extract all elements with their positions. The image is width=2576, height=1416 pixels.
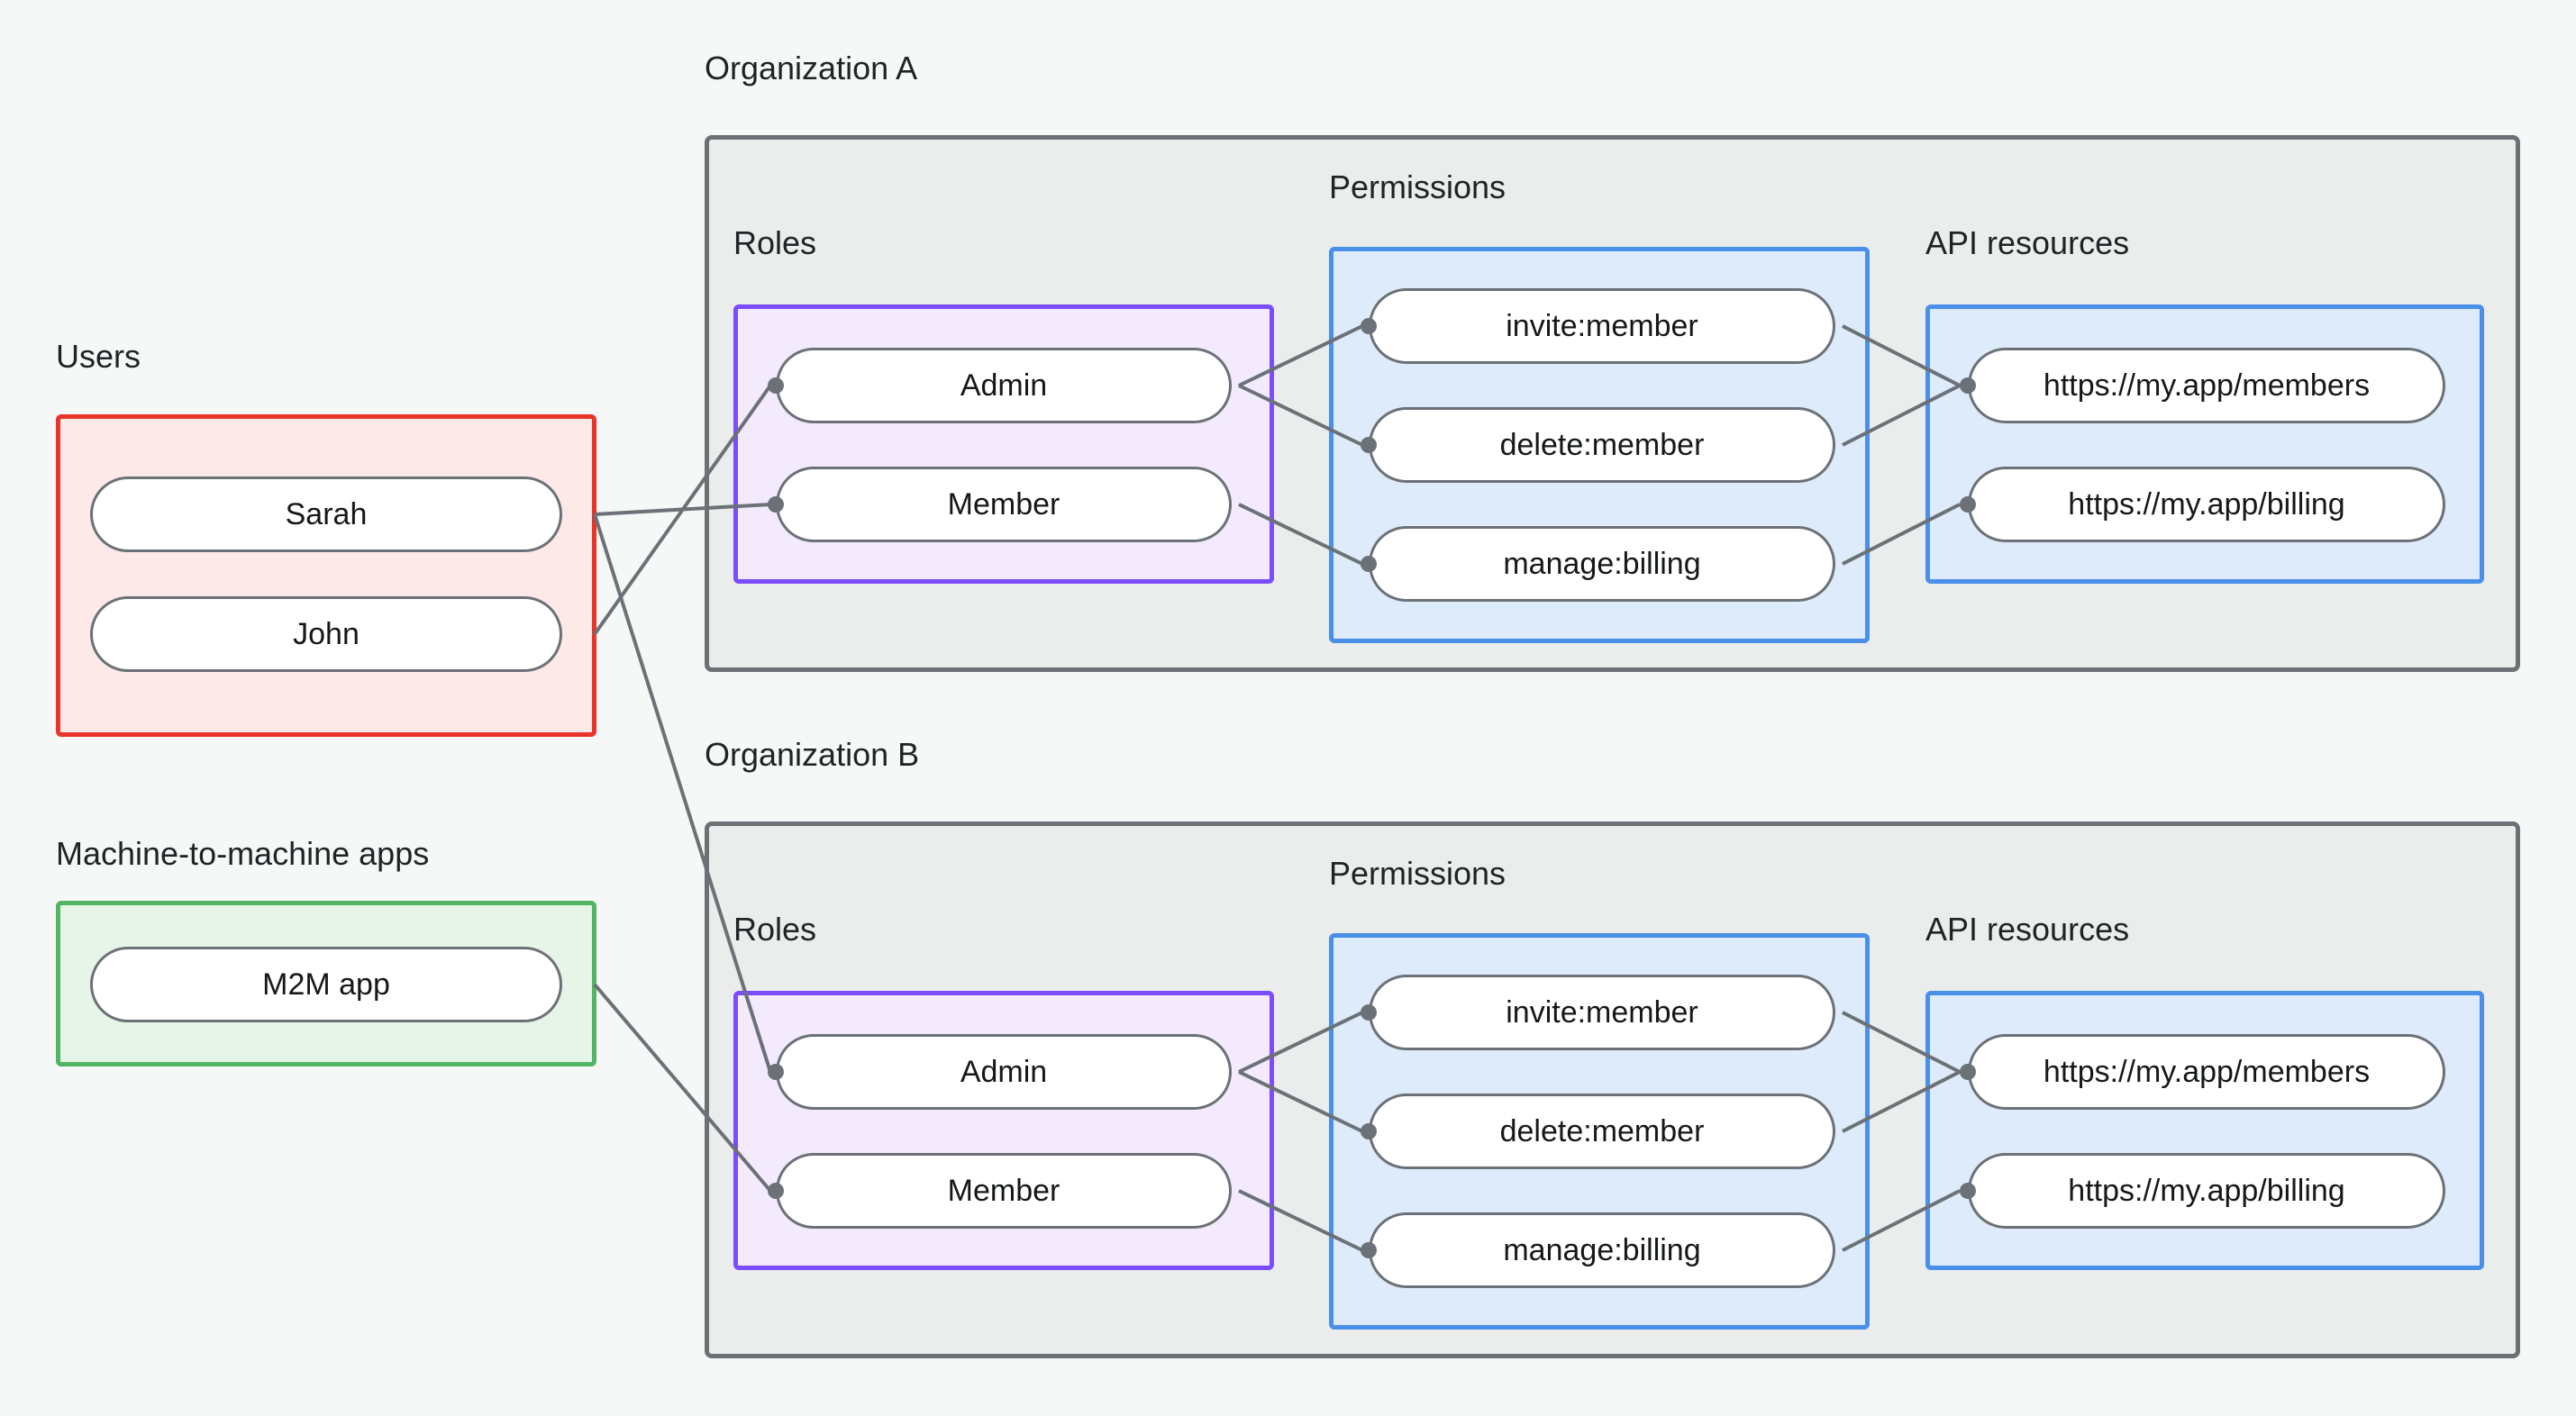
- role-pill-label: Admin: [960, 1054, 1048, 1089]
- user-pill-sarah[interactable]: Sarah: [90, 477, 562, 552]
- permissions-a-label: Permissions: [1329, 168, 1506, 205]
- port-orgB-billing-res-left: [1960, 1183, 1976, 1199]
- api-resource-pill-label: https://my.app/billing: [2068, 486, 2345, 522]
- role-pill-orgB-member[interactable]: Member: [776, 1153, 1232, 1229]
- permission-pill-orgB-delete[interactable]: delete:member: [1369, 1094, 1835, 1169]
- api-resource-pill-orgB-members[interactable]: https://my.app/members: [1968, 1034, 2445, 1110]
- role-pill-orgB-admin[interactable]: Admin: [776, 1034, 1232, 1110]
- port-orgB-billing-left: [1361, 1242, 1377, 1258]
- roles-b-label: Roles: [733, 911, 817, 948]
- role-pill-label: Admin: [960, 368, 1048, 403]
- role-pill-orgA-admin[interactable]: Admin: [776, 348, 1232, 423]
- port-orgB-invite-left: [1361, 1004, 1377, 1021]
- organization-b-title: Organization B: [705, 736, 920, 773]
- role-pill-label: Member: [947, 486, 1060, 522]
- api-resource-pill-label: https://my.app/members: [2043, 1054, 2371, 1089]
- port-orgA-delete-left: [1361, 437, 1377, 453]
- api-resources-b-label: API resources: [1925, 911, 2130, 948]
- m2m-apps-label: Machine-to-machine apps: [56, 835, 430, 872]
- port-orgB-members-left: [1960, 1064, 1976, 1080]
- api-resource-pill-orgA-members[interactable]: https://my.app/members: [1968, 348, 2445, 423]
- users-label: Users: [56, 338, 141, 375]
- roles-a-label: Roles: [733, 224, 817, 261]
- port-orgA-invite-left: [1361, 318, 1377, 334]
- user-pill-john[interactable]: John: [90, 596, 562, 672]
- permission-pill-orgA-delete[interactable]: delete:member: [1369, 407, 1835, 483]
- users-box: [56, 414, 596, 737]
- port-orgB-admin-left: [768, 1064, 784, 1080]
- permission-pill-label: manage:billing: [1503, 546, 1701, 581]
- port-orgA-members-left: [1960, 377, 1976, 394]
- api-resource-pill-orgB-billing[interactable]: https://my.app/billing: [1968, 1153, 2445, 1229]
- user-pill-label: Sarah: [285, 496, 368, 531]
- permission-pill-label: invite:member: [1506, 994, 1698, 1030]
- api-resource-pill-orgA-billing[interactable]: https://my.app/billing: [1968, 467, 2445, 542]
- permission-pill-label: delete:member: [1499, 427, 1705, 462]
- port-orgA-admin-left: [768, 377, 784, 394]
- permission-pill-label: manage:billing: [1503, 1232, 1701, 1267]
- permission-pill-label: invite:member: [1506, 308, 1698, 343]
- port-orgA-member-left: [768, 496, 784, 513]
- permission-pill-label: delete:member: [1499, 1113, 1705, 1148]
- permission-pill-orgA-billing[interactable]: manage:billing: [1369, 526, 1835, 602]
- organization-a-title: Organization A: [705, 50, 918, 86]
- port-orgB-delete-left: [1361, 1123, 1377, 1139]
- m2m-app-pill-label: M2M app: [262, 967, 390, 1002]
- api-resource-pill-label: https://my.app/members: [2043, 368, 2371, 403]
- port-orgB-member-left: [768, 1183, 784, 1199]
- permission-pill-orgB-invite[interactable]: invite:member: [1369, 975, 1835, 1050]
- m2m-app-pill[interactable]: M2M app: [90, 947, 562, 1022]
- role-pill-orgA-member[interactable]: Member: [776, 467, 1232, 542]
- api-resources-a-label: API resources: [1925, 224, 2130, 261]
- permission-pill-orgA-invite[interactable]: invite:member: [1369, 288, 1835, 364]
- port-orgA-billing-left: [1361, 556, 1377, 572]
- role-pill-label: Member: [947, 1173, 1060, 1208]
- permissions-b-label: Permissions: [1329, 855, 1506, 892]
- user-pill-label: John: [293, 616, 360, 651]
- permission-pill-orgB-billing[interactable]: manage:billing: [1369, 1212, 1835, 1288]
- api-resource-pill-label: https://my.app/billing: [2068, 1173, 2345, 1208]
- port-orgA-billing-res-left: [1960, 496, 1976, 513]
